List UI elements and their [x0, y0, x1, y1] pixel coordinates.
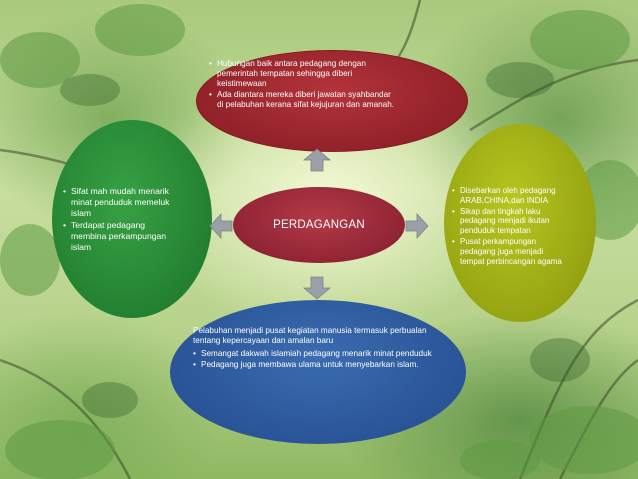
top-bullet: Hubungan baik antara pedagang dengan pem… [209, 59, 399, 89]
left-text: Sifat mah mudah menarik minat penduduk m… [63, 186, 173, 254]
bottom-ellipse [170, 300, 466, 444]
center-ellipse [233, 187, 405, 263]
right-bullet: Sikap dan tingkah laku pedagang menjadi … [452, 207, 564, 236]
bottom-intro: Pelabuhan menjadi pusat kegiatan manusia… [193, 326, 427, 345]
left-bullet: Terdapat pedagang membina perkampungan i… [63, 220, 173, 253]
left-bullet: Sifat mah mudah menarik minat penduduk m… [63, 186, 173, 219]
down-arrow-icon [302, 276, 332, 300]
left-ellipse [52, 120, 212, 318]
top-text: Hubungan baik antara pedagang dengan pem… [209, 59, 399, 111]
right-arrow-icon [405, 212, 429, 240]
up-arrow-icon [302, 148, 332, 172]
left-arrow-icon [209, 212, 233, 240]
right-bullet: Disebarkan oleh pedagang ARAB,CHINA,dan … [452, 186, 564, 206]
right-text: Disebarkan oleh pedagang ARAB,CHINA,dan … [452, 186, 564, 267]
bottom-bullet: Semangat dakwah islamiah pedagang menari… [193, 349, 455, 359]
bottom-text: Pelabuhan menjadi pusat kegiatan manusia… [193, 326, 455, 371]
center-label: PERDAGANGAN [273, 219, 365, 231]
right-bullet: Pusat perkampungan pedagang juga menjadi… [452, 237, 564, 266]
bottom-bullet: Pedagang juga membawa ulama untuk menyeb… [193, 360, 455, 370]
top-bullet: Ada diantara mereka diberi jawatan syahb… [209, 90, 399, 110]
